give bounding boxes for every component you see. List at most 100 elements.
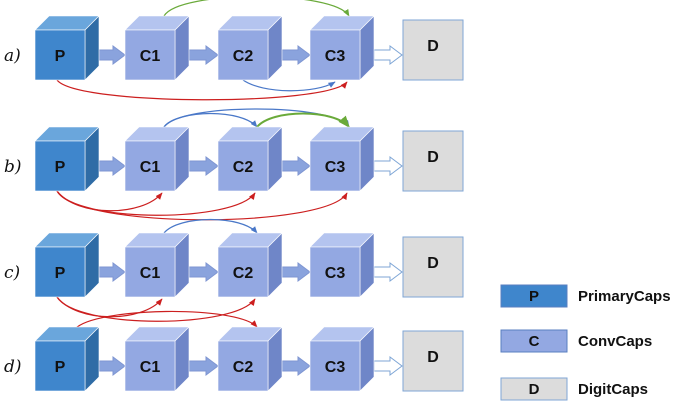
skip-connection-p-c2 [74, 310, 258, 330]
skip-connection-p-c2 [56, 190, 256, 216]
digit-caps-label: D [427, 149, 439, 166]
legend-item-digit: D DigitCaps [500, 377, 648, 401]
skip-connection-c1-c2 [163, 219, 258, 234]
conv-caps-block-c1-front-face [124, 140, 176, 192]
conv-caps-block-c1-label: C1 [140, 159, 161, 176]
conv-caps-block-c3-label: C3 [325, 265, 346, 282]
flow-arrow-c2-c3 [281, 156, 311, 176]
legend-symbol: P [529, 288, 539, 305]
legend-symbol: C [529, 333, 540, 350]
primary-caps-block-label: P [55, 48, 66, 65]
legend-item-conv: C ConvCaps [500, 329, 652, 353]
conv-caps-block-c1-label: C1 [140, 359, 161, 376]
primary-caps-block-front-face [34, 246, 86, 298]
legend-label: PrimaryCaps [578, 288, 671, 305]
flow-arrow-c1-c2 [188, 356, 219, 376]
legend-label: DigitCaps [578, 381, 648, 398]
flow-arrow-p-c1 [98, 262, 126, 282]
conv-caps-block-c1: C1 [124, 232, 190, 298]
skip-connection-p-c3 [56, 79, 348, 101]
flow-arrow-c3-d [373, 356, 403, 376]
flow-arrow-c2-c3 [281, 262, 311, 282]
digit-caps-block: D [402, 19, 464, 81]
skip-connection-c1-c3 [163, 0, 350, 17]
primary-caps-block: P [34, 126, 100, 192]
diagram-row-3: c) P C1 C2 C3 D [4, 219, 464, 322]
legend-label: ConvCaps [578, 333, 652, 350]
skip-connection-c2-c3 [256, 112, 350, 128]
digit-caps-box [402, 19, 464, 81]
flow-arrow-c1-c2 [188, 156, 219, 176]
row-label: c) [4, 263, 20, 283]
flow-arrow-c3-d [373, 45, 403, 65]
primary-caps-block-front-face [34, 140, 86, 192]
legend-swatch-conv [500, 329, 568, 353]
conv-caps-block-c3-label: C3 [325, 159, 346, 176]
conv-caps-block-c3: C3 [309, 326, 375, 392]
digit-caps-label: D [427, 255, 439, 272]
diagram-row-4: d) P C1 C2 C3 D [4, 310, 464, 392]
primary-caps-block-label: P [55, 159, 66, 176]
skip-connection-p-c2 [56, 296, 256, 322]
conv-caps-block-c3: C3 [309, 232, 375, 298]
digit-caps-box [402, 130, 464, 192]
row-label: d) [4, 357, 22, 377]
conv-caps-block-c3-label: C3 [325, 48, 346, 65]
primary-caps-block-label: P [55, 265, 66, 282]
conv-caps-block-c2: C2 [217, 232, 283, 298]
conv-caps-block-c1-label: C1 [140, 48, 161, 65]
conv-caps-block-c1: C1 [124, 15, 190, 81]
conv-caps-block-c3: C3 [309, 15, 375, 81]
conv-caps-block-c3-front-face [309, 29, 361, 81]
legend-symbol: D [529, 381, 540, 398]
flow-arrow-p-c1 [98, 45, 126, 65]
legend-swatch-primary [500, 284, 568, 308]
primary-caps-block-front-face [34, 29, 86, 81]
primary-caps-block-front-face [34, 340, 86, 392]
conv-caps-block-c2-label: C2 [233, 265, 254, 282]
conv-caps-block-c1: C1 [124, 326, 190, 392]
flow-arrow-p-c1 [98, 156, 126, 176]
skip-connection-p-c1 [56, 296, 163, 318]
digit-caps-box [402, 236, 464, 298]
conv-caps-block-c2-front-face [217, 246, 269, 298]
primary-caps-block-label: P [55, 359, 66, 376]
digit-caps-label: D [427, 38, 439, 55]
conv-caps-block-c1-label: C1 [140, 265, 161, 282]
conv-caps-block-c3-front-face [309, 140, 361, 192]
conv-caps-block-c2-front-face [217, 29, 269, 81]
skip-connection-c1-c3 [163, 108, 350, 128]
flow-arrow-c3-d [373, 262, 403, 282]
conv-caps-block-c2-front-face [217, 140, 269, 192]
conv-caps-block-c3-label: C3 [325, 359, 346, 376]
conv-caps-block-c1-front-face [124, 29, 176, 81]
digit-caps-box [402, 330, 464, 392]
flow-arrow-c1-c2 [188, 262, 219, 282]
conv-caps-block-c2-label: C2 [233, 48, 254, 65]
primary-caps-block: P [34, 232, 100, 298]
legend-item-primary: P PrimaryCaps [500, 284, 671, 308]
primary-caps-block: P [34, 15, 100, 81]
conv-caps-block-c2: C2 [217, 326, 283, 392]
conv-caps-block-c1-front-face [124, 246, 176, 298]
conv-caps-block-c1: C1 [124, 126, 190, 192]
digit-caps-label: D [427, 349, 439, 366]
flow-arrow-c3-d [373, 156, 403, 176]
primary-caps-block: P [34, 326, 100, 392]
legend-swatch-digit [500, 377, 568, 401]
row-label: b) [4, 157, 22, 177]
flow-arrow-c2-c3 [281, 45, 311, 65]
conv-caps-block-c3-front-face [309, 340, 361, 392]
conv-caps-block-c3-front-face [309, 246, 361, 298]
flow-arrow-c1-c2 [188, 45, 219, 65]
digit-caps-block: D [402, 236, 464, 298]
conv-caps-block-c2-label: C2 [233, 359, 254, 376]
skip-connection-p-c1 [56, 190, 163, 212]
conv-caps-block-c3: C3 [309, 126, 375, 192]
flow-arrow-c2-c3 [281, 356, 311, 376]
